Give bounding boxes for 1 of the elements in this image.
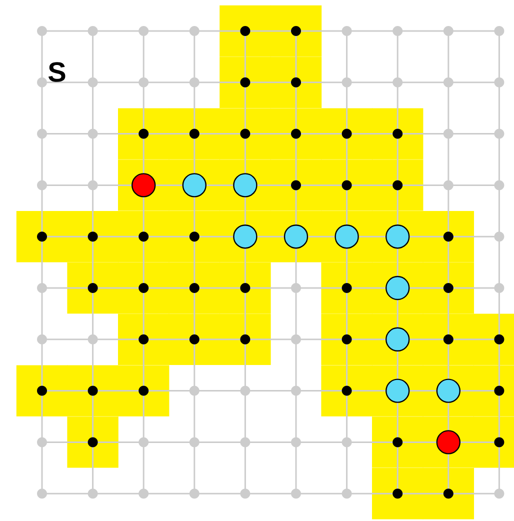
grid-label: S xyxy=(48,62,66,82)
